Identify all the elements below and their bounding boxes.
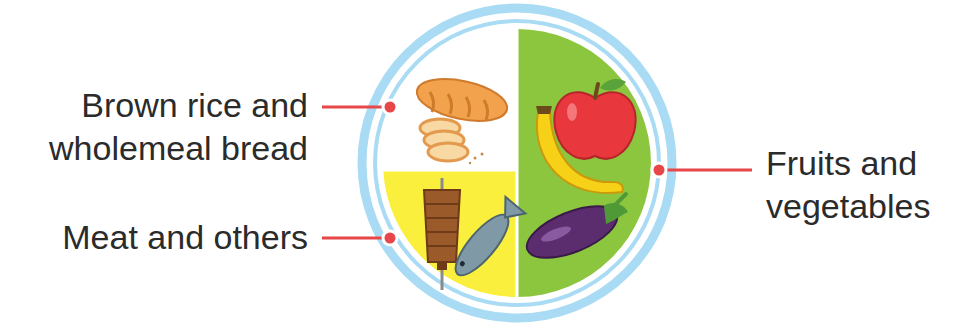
kebab-icon xyxy=(424,178,460,290)
plate-rim xyxy=(362,8,672,318)
section-divider xyxy=(383,169,517,172)
plate-inner-rim xyxy=(375,21,659,305)
fruit-veg-section xyxy=(517,29,651,297)
leader-line xyxy=(322,106,388,109)
leader-dot xyxy=(652,163,666,177)
food-group-label: Fruits and vegetables xyxy=(766,142,951,228)
eggplant-icon xyxy=(520,194,628,269)
apple-icon xyxy=(554,79,635,159)
section-divider xyxy=(516,29,519,297)
meat-section xyxy=(383,170,517,297)
leader-line xyxy=(661,169,752,172)
leader-dot xyxy=(383,231,397,245)
bread-icon xyxy=(413,72,511,164)
food-group-label: Brown rice and wholemeal bread xyxy=(28,84,308,170)
fish-icon xyxy=(448,197,526,283)
leader-line xyxy=(322,237,388,240)
leader-lines xyxy=(322,100,752,245)
food-group-label: Meat and others xyxy=(28,216,308,259)
leader-dot xyxy=(383,100,397,114)
